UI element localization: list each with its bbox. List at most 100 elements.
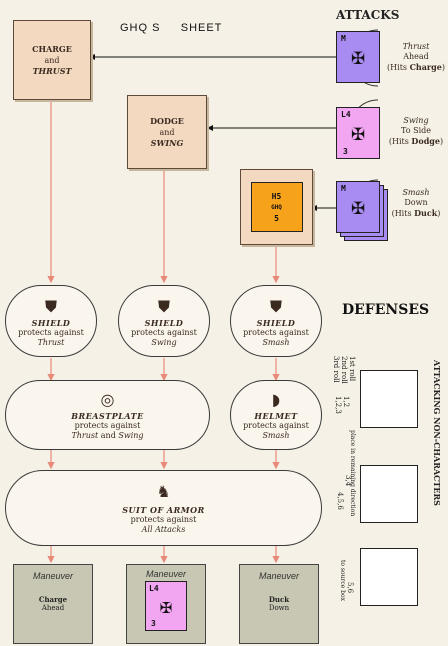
shield-title: SHIELD (31, 318, 71, 328)
roll-3: 3rd roll (332, 356, 340, 383)
attack-verb: Swing (403, 116, 429, 125)
combo-line3: THRUST (32, 65, 72, 76)
range-1b: 1,2,3 (334, 396, 342, 414)
attack-hits-end: ) (441, 63, 445, 72)
combo-line2: and (44, 55, 60, 65)
attack-hits: (Hits (387, 63, 410, 72)
swing-description: Swing To Side (Hits Dodge) (386, 116, 446, 147)
shield-icon: ⛊ (269, 297, 282, 316)
helmet-title: HELMET (254, 411, 298, 421)
swing-counter[interactable]: L4 ✠ 3 (336, 107, 380, 159)
swing-counter-bottom: 3 (343, 147, 348, 156)
maneuver-counter[interactable]: L4 ✠ 3 (145, 581, 187, 631)
non-character-box-2[interactable] (360, 465, 418, 523)
defenses-heading: DEFENSES (342, 302, 430, 318)
breastplate-protects: protects against (74, 421, 141, 430)
shield-protects: protects against (131, 328, 197, 337)
maneuver-charge-box[interactable]: Maneuver Charge Ahead (13, 564, 93, 644)
maneuver-line1: Charge (38, 595, 68, 604)
shield-icon: ⛊ (157, 297, 170, 316)
shield-protects: protects against (18, 328, 84, 337)
maneuver-line2: Down (268, 604, 290, 612)
breastplate-title: BREASTPLATE (71, 411, 144, 421)
breastplate-attack2: Swing (118, 431, 144, 440)
breastplate-and: and (100, 431, 116, 440)
maneuver-swing-box[interactable]: Maneuver L4 ✠ 3 (126, 564, 206, 644)
non-character-box-1[interactable] (360, 370, 418, 428)
maneuver-duck-box[interactable]: Maneuver Duck Down (239, 564, 319, 644)
thrust-counter-label: M (341, 34, 346, 43)
shield-attack: Thrust (37, 338, 65, 347)
maneuver-line1: Duck (268, 595, 290, 604)
smash-counter-label: M (341, 184, 346, 193)
knight-figure-icon: ✠ (351, 120, 365, 146)
ghq-counter-bottom: 5 (274, 213, 279, 223)
shield-smash-slot[interactable]: ⛊ SHIELD protects against Smash (230, 285, 322, 357)
maneuver-heading: Maneuver (32, 571, 74, 581)
suit-title: SUIT OF ARMOR (122, 505, 205, 515)
attack-hits-end: ) (437, 209, 441, 218)
side-table-heading: ATTACKING NON-CHARACTERS (432, 360, 442, 506)
ghq-counter-top: H5 (271, 191, 282, 201)
maneuver-counter-bottom: 3 (151, 619, 156, 628)
swing-counter-label: L4 (341, 110, 351, 119)
maneuver-heading: Maneuver (145, 569, 187, 579)
attack-hits-end: ) (439, 137, 444, 146)
suit-of-armor-icon: ♞ (156, 482, 171, 501)
attack-hits-target: Duck (414, 208, 438, 218)
attacks-heading: ATTACKS (336, 8, 400, 22)
helmet-protects: protects against (243, 421, 309, 430)
helmet-slot[interactable]: ◗ HELMET protects against Smash (230, 380, 322, 450)
note-2: to source box (339, 560, 346, 602)
combo-line2: and (159, 127, 175, 137)
shield-swing-slot[interactable]: ⛊ SHIELD protects against Swing (118, 285, 210, 357)
range-2b: 4,5,6 (336, 492, 344, 510)
maneuver-line2: Ahead (41, 604, 65, 612)
shield-thrust-slot[interactable]: ⛊ SHIELD protects against Thrust (5, 285, 97, 357)
attack-direction: To Side (401, 126, 431, 135)
breastplate-attack: Thrust (71, 431, 99, 440)
attack-hits: (Hits (388, 137, 412, 146)
attack-direction: Down (404, 198, 428, 207)
knight-figure-icon: ✠ (351, 44, 365, 70)
ghq-counter-mid: GHQ (271, 203, 282, 211)
combo-line1: DODGE (150, 115, 184, 126)
shield-attack: Swing (151, 338, 177, 347)
shield-attack: Smash (262, 338, 290, 347)
knight-figure-icon: ✠ (351, 194, 365, 220)
attack-direction: Ahead (403, 52, 429, 61)
charge-thrust-box[interactable]: CHARGE and THRUST (13, 20, 91, 100)
attack-hits: (Hits (391, 209, 415, 218)
range-1: 1,2 (342, 396, 350, 408)
smash-description: Smash Down (Hits Duck) (386, 188, 446, 219)
suit-of-armor-slot[interactable]: ♞ SUIT OF ARMOR protects against All Att… (5, 470, 322, 546)
dodge-swing-box[interactable]: DODGE and SWING (127, 95, 207, 169)
shield-protects: protects against (243, 328, 309, 337)
non-character-box-3[interactable] (360, 548, 418, 606)
shield-title: SHIELD (144, 318, 184, 328)
breastplate-icon: ◎ (100, 390, 115, 409)
helmet-icon: ◗ (271, 390, 281, 409)
suit-attack: All Attacks (141, 525, 186, 534)
breastplate-slot[interactable]: ◎ BREASTPLATE protects against Thrust an… (5, 380, 210, 450)
attack-hits-target: Charge (409, 62, 442, 72)
attack-verb: Smash (402, 188, 430, 197)
helmet-attack: Smash (262, 431, 290, 440)
thrust-description: Thrust Ahead (Hits Charge) (386, 42, 446, 73)
attack-verb: Thrust (402, 42, 430, 51)
roll-1: 1st roll (348, 356, 356, 382)
maneuver-counter-label: L4 (149, 584, 159, 593)
attack-hits-target: Dodge (411, 136, 440, 146)
smash-counter[interactable]: M ✠ (336, 181, 380, 233)
combo-line3: SWING (150, 137, 184, 148)
suit-protects: protects against (130, 515, 197, 524)
ghq-counter[interactable]: H5 GHQ 5 (250, 182, 303, 232)
knight-figure-icon: ✠ (159, 594, 173, 618)
sheet-title: GHQ S SHEET (120, 22, 223, 34)
shield-icon: ⛊ (44, 297, 57, 316)
thrust-counter[interactable]: M ✠ (336, 31, 380, 83)
ghq-counter-box[interactable]: H5 GHQ 5 (240, 169, 313, 245)
note-1: place in remaining direction (349, 430, 356, 517)
maneuver-heading: Maneuver (258, 571, 300, 581)
range-3: 5,6 (346, 582, 354, 594)
